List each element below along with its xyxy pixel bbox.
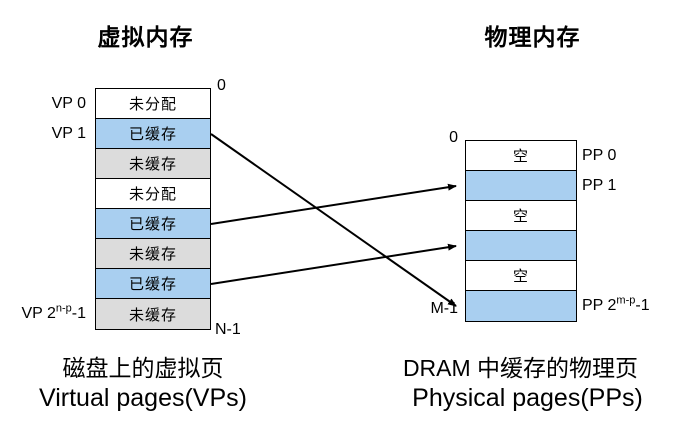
pp-last-label: PP 2m-p-1: [582, 294, 650, 314]
arrow-vp1-to-pp-last: [210, 133, 457, 307]
arrow-vp6-to-pp3: [210, 243, 457, 285]
vp-cell-2: 未缓存: [96, 149, 210, 179]
pp1-label: PP 1: [582, 177, 617, 194]
pp-cell-2: 空: [466, 201, 576, 231]
vp0-label: VP 0: [51, 95, 86, 112]
vp-cell-5: 未缓存: [96, 239, 210, 269]
pp-last-superscript: m-p: [616, 294, 636, 307]
pp-cell-0: 空: [466, 141, 576, 171]
virtual-caption-en: Virtual pages(VPs): [39, 384, 247, 412]
vp-last-superscript: n-p: [55, 302, 72, 315]
virtual-page-stack: 未分配 已缓存 未缓存 未分配 已缓存 未缓存 已缓存 未缓存: [95, 88, 211, 330]
pp-cell-5: [466, 291, 576, 321]
physical-address-top: 0: [449, 129, 458, 146]
vp-cell-3: 未分配: [96, 179, 210, 209]
arrow-vp4-to-pp1: [210, 183, 457, 225]
vp-cell-1: 已缓存: [96, 119, 210, 149]
virtual-memory-title: 虚拟内存: [97, 24, 194, 50]
vp-last-label: VP 2n-p-1: [21, 302, 86, 322]
vp-cell-7: 未缓存: [96, 299, 210, 329]
virtual-address-top: 0: [217, 77, 226, 94]
physical-caption-en: Physical pages(PPs): [412, 384, 643, 412]
pp-cell-3: [466, 231, 576, 261]
physical-address-bottom: M-1: [430, 300, 458, 317]
pp-cell-1: [466, 171, 576, 201]
vp-cell-4: 已缓存: [96, 209, 210, 239]
physical-caption-cn: DRAM 中缓存的物理页: [402, 355, 639, 381]
vp-cell-6: 已缓存: [96, 269, 210, 299]
physical-page-stack: 空 空 空: [465, 140, 577, 322]
virtual-caption-cn: 磁盘上的虚拟页: [62, 355, 224, 381]
vp1-label: VP 1: [51, 125, 86, 142]
virtual-address-bottom: N-1: [215, 321, 241, 338]
physical-memory-title: 物理内存: [484, 24, 581, 50]
pp-cell-4: 空: [466, 261, 576, 291]
vp-cell-0: 未分配: [96, 89, 210, 119]
pp0-label: PP 0: [582, 147, 617, 164]
